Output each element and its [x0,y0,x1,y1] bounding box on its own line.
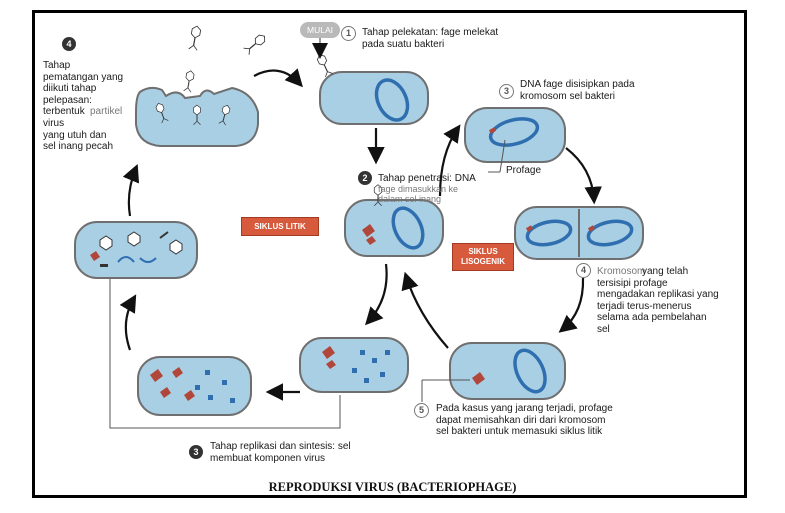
cell-integration [464,107,566,163]
cycle-arrows [119,68,602,401]
step-4-label: Tahap pematangan yang diikuti tahap pele… [43,60,124,117]
step-4-number: 4 [62,37,76,51]
cell-division [514,206,644,260]
cell-penetration [344,184,444,257]
lysogenic-step-3-number: 3 [499,84,514,99]
step-2-number: 2 [358,171,372,185]
figure-caption: REPRODUKSI VIRUS (BACTERIOPHAGE) [268,480,517,494]
step-2-label: Tahap penetrasi: DNA [378,173,476,184]
step-3-number: 3 [189,445,203,459]
lysogenic-step-4-number: 4 [576,263,591,278]
lysogenic-step-3-label: DNA fage disisipkan pada kromosom sel ba… [520,79,635,102]
step3-bracket [109,268,341,429]
cell-synthesis [299,337,409,393]
lysogenic-cycle-tag: SIKLUS LISOGENIK [452,243,514,271]
lytic-cycle-tag: SIKLUS LITIK [241,217,319,236]
lysogenic-step-4-label: yang telah tersisipi profage mengadakan … [597,266,719,335]
lysogenic-step-5-label: Pada kasus yang jarang terjadi, profage … [436,403,613,437]
cell-attachment [315,52,429,125]
start-label: MULAI [300,22,340,38]
cell-assembly [74,221,198,279]
step-2-label-gray: fage dimasukkan ke dalam sel inang [378,184,459,204]
step-4-label-after: virus yang utuh dan sel inang pecah [43,118,114,152]
cell-excision [449,342,566,400]
step-4-label-gray: partikel [90,106,123,117]
profage-pointer-up [499,139,506,173]
step-3-label: Tahap replikasi dan sintesis: sel membua… [210,441,351,464]
lysogenic-step-4-label-gray: Kromosom [597,266,646,277]
step-1-number: 1 [341,26,356,41]
cell-replication [137,356,252,416]
cell-release [135,24,268,147]
profage-label: Profage [506,165,542,176]
lysogenic-step-5-number: 5 [414,403,429,418]
step-1-label: Tahap pelekatan: fage melekat pada suatu… [362,27,499,50]
